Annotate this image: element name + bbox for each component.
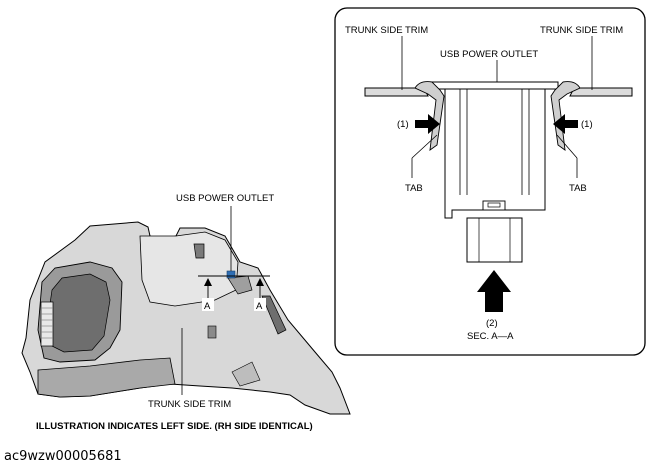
- trim-bottom-detail: [231, 361, 261, 387]
- outlet-latch-inner: [487, 202, 501, 208]
- label-callout-1-right: (1): [581, 119, 593, 130]
- usb-outlet-marker: [226, 270, 236, 279]
- trim-recess: [227, 275, 253, 295]
- leader-tab-right-2: [556, 134, 578, 159]
- label-usb-power-outlet-detail: USB POWER OUTLET: [440, 49, 538, 60]
- trim-lower-band: [37, 357, 176, 398]
- figure-caption: ILLUSTRATION INDICATES LEFT SIDE. (RH SI…: [36, 421, 313, 432]
- label-section: SEC. A—A: [467, 331, 514, 342]
- trim-clip: [207, 325, 217, 339]
- section-detail-panel: TRUNK SIDE TRIM TRUNK SIDE TRIM USB POWE…: [334, 7, 646, 356]
- section-arrow-left-head: [204, 278, 212, 286]
- outlet-body: [444, 88, 546, 219]
- section-mark-right: A: [256, 301, 263, 312]
- vent-slats: [41, 307, 53, 339]
- trim-vent-grille: [40, 301, 54, 347]
- label-callout-2: (2): [486, 318, 498, 329]
- label-trunk-side-trim-overview: TRUNK SIDE TRIM: [148, 399, 231, 410]
- outlet-flange: [429, 81, 559, 90]
- outlet-connector: [466, 217, 523, 263]
- trim-pocket-inner: [47, 273, 111, 353]
- section-arrow-right-head: [256, 278, 264, 286]
- trim-label-bg: [144, 397, 242, 410]
- trim-hook: [193, 243, 205, 259]
- section-mark-box-right: [254, 298, 266, 311]
- label-tab-right: TAB: [569, 183, 587, 194]
- figure-code: ac9wzw00005681: [4, 449, 122, 464]
- section-mark-left: A: [204, 301, 211, 312]
- section-mark-box-left: [202, 298, 214, 311]
- label-callout-1-left: (1): [397, 119, 409, 130]
- trunk-side-trim-right-panel: [569, 87, 633, 97]
- label-tab-left: TAB: [405, 183, 423, 194]
- arrow-1-right: [553, 114, 578, 134]
- left-clip: [414, 81, 445, 151]
- arrow-2-push: [477, 270, 511, 312]
- label-trunk-side-trim-left: TRUNK SIDE TRIM: [345, 25, 428, 36]
- label-usb-power-outlet-overview: USB POWER OUTLET: [176, 193, 274, 204]
- arrow-1-left: [415, 114, 440, 134]
- leader-tab-left-2: [411, 134, 438, 159]
- label-trunk-side-trim-right: TRUNK SIDE TRIM: [540, 25, 623, 36]
- trim-side-slot: [261, 295, 287, 335]
- right-clip: [550, 81, 581, 151]
- trim-upper-face: [139, 231, 239, 307]
- trim-overview: A A USB POWER OUTLET TRUNK SIDE TRIM: [21, 193, 351, 415]
